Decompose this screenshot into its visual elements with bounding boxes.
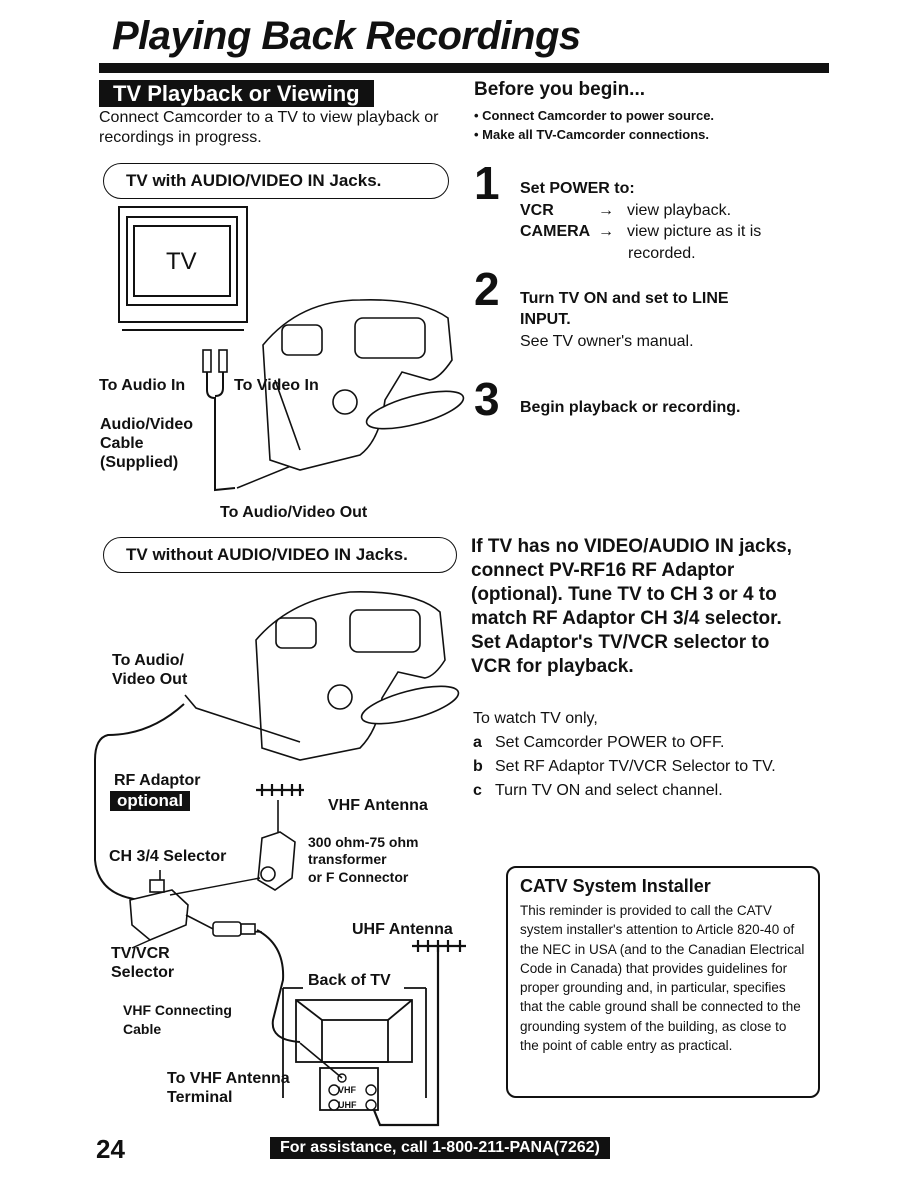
vhf-terminal-tag: VHF — [338, 1085, 356, 1095]
av-cable — [184, 694, 301, 743]
before-bullet: • Connect Camcorder to power source. — [474, 108, 715, 123]
label-cable: Audio/Video — [100, 416, 194, 433]
step-row-value: view picture as it is — [627, 223, 762, 240]
av-plug-icon — [202, 349, 228, 373]
step-row: VCR → view playback. — [520, 200, 731, 221]
label-vhf-terminal: To VHF Antenna — [167, 1070, 290, 1087]
watch-step-letter: b — [473, 758, 483, 775]
av-cable — [206, 372, 236, 492]
label-transformer: or F Connector — [308, 869, 409, 885]
pill-tv-without-av: TV without AUDIO/VIDEO IN Jacks. — [103, 537, 457, 573]
step-title: Turn TV ON and set to LINE — [520, 290, 729, 307]
step-note: See TV owner's manual. — [520, 333, 694, 350]
label-cable: Cable — [100, 435, 144, 452]
step-title: Set POWER to: — [520, 180, 635, 197]
label-ch-selector: CH 3/4 Selector — [109, 848, 227, 865]
av-cable — [214, 372, 224, 397]
pill-tv-with-av: TV with AUDIO/VIDEO IN Jacks. — [103, 163, 449, 199]
label-transformer: 300 ohm-75 ohm — [308, 834, 419, 850]
watch-title: To watch TV only, — [473, 710, 598, 727]
label-to-av-out: To Audio/Video Out — [220, 504, 368, 521]
rf-line: Set Adaptor's TV/VCR selector to — [471, 632, 770, 653]
connector-icon — [212, 921, 256, 937]
label-to-audio-in: To Audio In — [99, 377, 186, 394]
label-uhf-antenna: UHF Antenna — [352, 921, 453, 938]
uhf-terminal-tag: UHF — [338, 1100, 357, 1110]
intro-text: Connect Camcorder to a TV to view playba… — [99, 109, 439, 146]
step-row-value: recorded. — [628, 245, 696, 262]
watch-step: c Turn TV ON and select channel. — [473, 779, 776, 803]
watch-step-text: Turn TV ON and select channel. — [495, 782, 723, 799]
label-transformer: transformer — [308, 851, 387, 867]
label-cable: (Supplied) — [100, 454, 179, 471]
catv-notice-box: CATV System Installer This reminder is p… — [506, 866, 820, 1098]
watch-step-text: Set RF Adaptor TV/VCR Selector to TV. — [495, 758, 776, 775]
tv-back-icon — [282, 987, 427, 1111]
arrow-icon: → — [598, 223, 614, 240]
step-number: 2 — [474, 263, 500, 315]
watch-step: b Set RF Adaptor TV/VCR Selector to TV. — [473, 755, 776, 779]
page-title: Playing Back Recordings — [112, 14, 581, 58]
catv-title: CATV System Installer — [520, 876, 711, 896]
label-vhf-terminal: Terminal — [167, 1089, 233, 1106]
label-rf-adaptor: RF Adaptor — [114, 772, 201, 789]
page-number: 24 — [96, 1134, 125, 1164]
label-to-video-in: To Video In — [234, 377, 319, 394]
title-rule — [99, 63, 829, 73]
catv-body: This reminder is provided to call the CA… — [520, 903, 805, 1054]
uhf-antenna-icon — [372, 940, 466, 1127]
tv-screen-label: TV — [166, 248, 197, 275]
av-cable — [94, 703, 185, 901]
label-vhf-antenna: VHF Antenna — [328, 797, 428, 814]
step-number: 3 — [474, 373, 500, 425]
step-row-key: CAMERA — [520, 223, 591, 240]
camcorder-icon — [255, 591, 460, 761]
label-vhf-cable: VHF Connecting — [123, 1002, 232, 1018]
label-tvvcr-selector: TV/VCR — [111, 945, 170, 962]
transformer-icon — [257, 800, 296, 891]
watch-step-letter: c — [473, 782, 482, 799]
rf-line: connect PV-RF16 RF Adaptor — [471, 560, 735, 581]
label-tvvcr-selector: Selector — [111, 964, 175, 981]
rf-line: match RF Adaptor CH 3/4 selector. — [471, 608, 782, 629]
label-to-av-out: To Audio/ — [112, 652, 184, 669]
before-you-begin-title: Before you begin... — [474, 79, 646, 100]
rf-adaptor-icon — [129, 870, 189, 941]
section-heading-tv-playback: TV Playback or Viewing — [99, 80, 374, 107]
step-title: INPUT. — [520, 311, 571, 328]
optional-badge: optional — [110, 791, 191, 811]
label-back-of-tv: Back of TV — [308, 972, 391, 989]
tv-icon — [118, 206, 248, 331]
rf-instructions: If TV has no VIDEO/AUDIO IN jacks, conne… — [471, 535, 831, 679]
arrow-icon: → — [598, 202, 614, 219]
watch-tv-only: To watch TV only, a Set Camcorder POWER t… — [473, 707, 776, 803]
vhf-antenna-icon — [256, 784, 304, 796]
step-row-value: view playback. — [627, 202, 732, 219]
rf-line: If TV has no VIDEO/AUDIO IN jacks, — [471, 536, 792, 557]
rf-line: (optional). Tune TV to CH 3 or 4 to — [471, 584, 777, 605]
watch-step-letter: a — [473, 734, 482, 751]
watch-step: a Set Camcorder POWER to OFF. — [473, 731, 776, 755]
step-row-key: VCR — [520, 202, 554, 219]
vhf-connecting-cable — [256, 929, 301, 1043]
assistance-banner: For assistance, call 1-800-211-PANA(7262… — [270, 1137, 610, 1159]
rf-line: VCR for playback. — [471, 656, 634, 677]
step-title: Begin playback or recording. — [520, 399, 741, 416]
step-row: CAMERA → view picture as it is — [520, 221, 761, 242]
before-bullet: • Make all TV-Camcorder connections. — [474, 127, 710, 142]
label-vhf-cable: Cable — [123, 1021, 162, 1037]
camcorder-icon — [262, 299, 465, 471]
step-number: 1 — [474, 157, 500, 209]
label-to-av-out: Video Out — [112, 671, 188, 688]
watch-step-text: Set Camcorder POWER to OFF. — [495, 734, 725, 751]
